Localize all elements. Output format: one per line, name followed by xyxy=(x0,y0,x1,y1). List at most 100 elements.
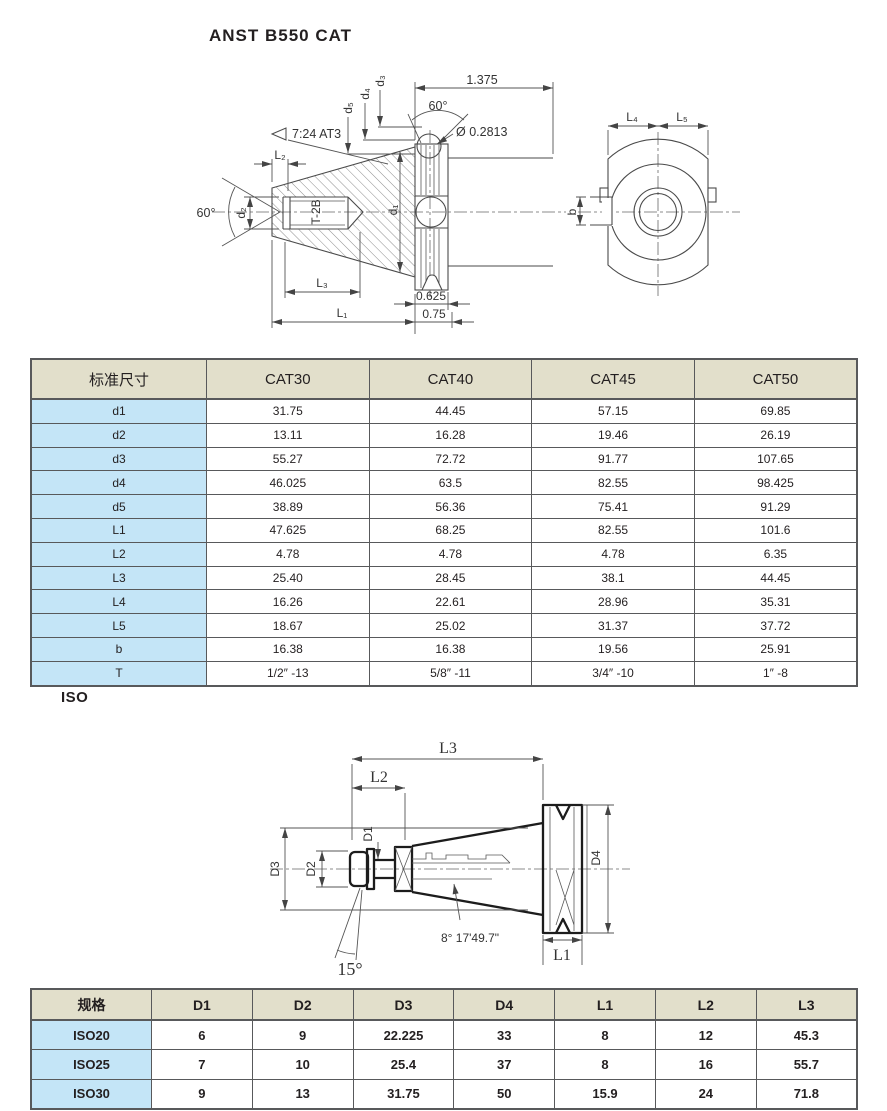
ball-diameter-label: Ø 0.2813 xyxy=(456,125,507,139)
column-header: CAT40 xyxy=(368,358,533,400)
cell: 37 xyxy=(453,1049,556,1080)
angle-label: 15° xyxy=(337,959,362,979)
row-label: d4 xyxy=(30,470,207,496)
iso-section-heading: ISO xyxy=(61,689,89,706)
cell: 16.26 xyxy=(206,589,370,615)
cell: 25.91 xyxy=(693,636,858,662)
keyway-slot xyxy=(590,196,613,226)
row-label: L1 xyxy=(30,517,207,543)
cell: 4.78 xyxy=(531,541,695,567)
row-label: L5 xyxy=(30,613,207,638)
row-label: L4 xyxy=(30,589,207,615)
flange-notch xyxy=(421,274,443,291)
cell: 57.15 xyxy=(531,398,695,424)
datum-triangle-icon xyxy=(270,127,287,141)
column-header: L2 xyxy=(654,988,757,1021)
cell: 25.4 xyxy=(352,1049,455,1080)
flange xyxy=(414,143,449,291)
cell: 69.85 xyxy=(693,398,858,424)
cell: 82.55 xyxy=(531,470,695,496)
cell: 101.6 xyxy=(693,517,858,543)
dim-label: d₁ xyxy=(386,205,400,216)
dim-label: b xyxy=(565,208,579,215)
cell: 28.96 xyxy=(531,589,695,615)
cell: 50 xyxy=(453,1078,556,1110)
cell: 44.45 xyxy=(368,398,533,424)
column-header: CAT30 xyxy=(206,358,370,400)
dim-label: D3 xyxy=(268,861,282,877)
cell: 3/4″ -10 xyxy=(531,660,695,687)
row-label: T xyxy=(30,660,207,687)
row-label: d2 xyxy=(30,422,207,448)
cell: 25.02 xyxy=(368,613,533,638)
column-header: L1 xyxy=(554,988,656,1021)
cell: 4.78 xyxy=(368,541,533,567)
cell: 9 xyxy=(251,1019,354,1051)
angle-label: 60° xyxy=(197,206,216,220)
cell: 1/2″ -13 xyxy=(206,660,370,687)
drive-hole xyxy=(415,196,447,228)
angle-label: 60° xyxy=(429,99,448,113)
taper-outline xyxy=(271,146,416,278)
column-header: 标准尺寸 xyxy=(30,358,207,400)
cat-technical-drawing: 1.375 60° Ø 0.2813 7:24 AT3 d₃ d₄ d₅ L₂ … xyxy=(197,73,740,334)
column-header: CAT50 xyxy=(693,358,858,400)
cell: 45.3 xyxy=(755,1019,858,1051)
dim-label: 1.375 xyxy=(466,73,497,87)
row-label: d3 xyxy=(30,446,207,472)
header-row: 规格 D1 D2 D3 D4 L1 L2 L3 xyxy=(30,988,858,1021)
cell: 19.46 xyxy=(531,422,695,448)
cell: 19.56 xyxy=(531,636,695,662)
cell: 38.89 xyxy=(206,494,370,519)
cell: 16.38 xyxy=(206,636,370,662)
retention-ball xyxy=(416,133,442,159)
column-header: D3 xyxy=(352,988,455,1021)
cell: 5/8″ -11 xyxy=(368,660,533,687)
cell: 37.72 xyxy=(693,613,858,638)
cell: 8 xyxy=(554,1019,656,1051)
column-header: D2 xyxy=(251,988,354,1021)
cell: 91.77 xyxy=(531,446,695,472)
cell: 98.425 xyxy=(693,470,858,496)
dim-label: L₄ xyxy=(626,110,638,124)
cell: 31.75 xyxy=(352,1078,455,1110)
row-label: b xyxy=(30,636,207,662)
cell: 10 xyxy=(251,1049,354,1080)
row-label: ISO20 xyxy=(30,1019,152,1051)
cell: 55.27 xyxy=(206,446,370,472)
column-header: 规格 xyxy=(30,988,152,1021)
cell: 56.36 xyxy=(368,494,533,519)
cell: 71.8 xyxy=(755,1078,858,1110)
row-label: L3 xyxy=(30,565,207,591)
column-header: D4 xyxy=(453,988,556,1021)
row-label: d1 xyxy=(30,398,207,424)
cell: 8 xyxy=(554,1049,656,1080)
cell: 9 xyxy=(151,1078,253,1110)
cell: 7 xyxy=(151,1049,253,1080)
cell: 16.38 xyxy=(368,636,533,662)
header-row: 标准尺寸 CAT30 CAT40 CAT45 CAT50 xyxy=(30,358,858,400)
cell: 33 xyxy=(453,1019,556,1051)
cell: 82.55 xyxy=(531,517,695,543)
drive-lug xyxy=(707,187,717,203)
dim-label: L₅ xyxy=(676,110,688,124)
dim-label: d₃ xyxy=(373,75,387,87)
row-label: d5 xyxy=(30,494,207,519)
stud-collar xyxy=(393,845,414,893)
dim-label: L1 xyxy=(553,947,571,964)
cell: 68.25 xyxy=(368,517,533,543)
cell: 72.72 xyxy=(368,446,533,472)
cell: 75.41 xyxy=(531,494,695,519)
dim-label: D2 xyxy=(304,861,318,877)
